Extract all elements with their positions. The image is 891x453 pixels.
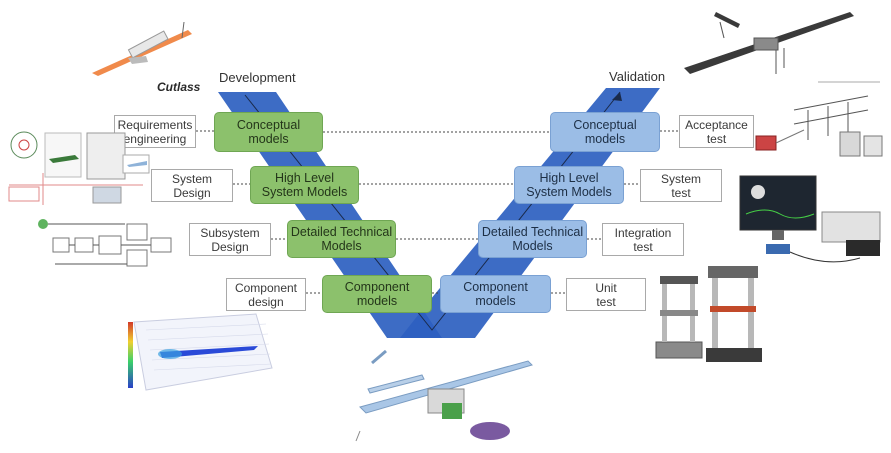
daq-workstation-icon [739, 175, 881, 263]
dev-component-models: Component models [322, 275, 432, 313]
val-high-level-system-models: High Level System Models [514, 166, 624, 204]
requirements-engineering-label: Requirements engineering [114, 115, 196, 148]
side-connectors [196, 130, 679, 294]
uav-exploded-view-icon [355, 349, 533, 442]
subsystem-design-label: Subsystem Design [189, 223, 271, 256]
dev-conceptual-models: Conceptual models [214, 112, 323, 152]
cutlass-logo: Cutlass [157, 80, 201, 94]
v-arrow-head [612, 92, 622, 101]
tensile-test-machines-icon [655, 266, 762, 362]
val-detailed-technical-models: Detailed Technical Models [478, 220, 587, 258]
val-component-models: Component models [440, 275, 551, 313]
system-design-label: System Design [151, 169, 233, 202]
simulink-model-icon [38, 219, 172, 267]
acceptance-test-label: Acceptance test [679, 115, 754, 148]
dev-detailed-technical-models: Detailed Technical Models [287, 220, 396, 258]
integration-test-label: Integration test [602, 223, 684, 256]
development-header: Development [219, 70, 296, 85]
val-conceptual-models: Conceptual models [550, 112, 660, 152]
validation-header: Validation [609, 69, 666, 84]
system-block-diagram-icon [8, 131, 150, 205]
cfd-simulation-icon [128, 313, 273, 391]
cutlass-uav-icon [92, 21, 192, 76]
dev-high-level-system-models: High Level System Models [250, 166, 359, 204]
uav-render-icon [684, 12, 854, 74]
unit-test-label: Unit test [566, 278, 646, 311]
system-test-label: System test [640, 169, 722, 202]
component-design-label: Component design [226, 278, 306, 311]
frf-measurement-icon [755, 81, 883, 157]
